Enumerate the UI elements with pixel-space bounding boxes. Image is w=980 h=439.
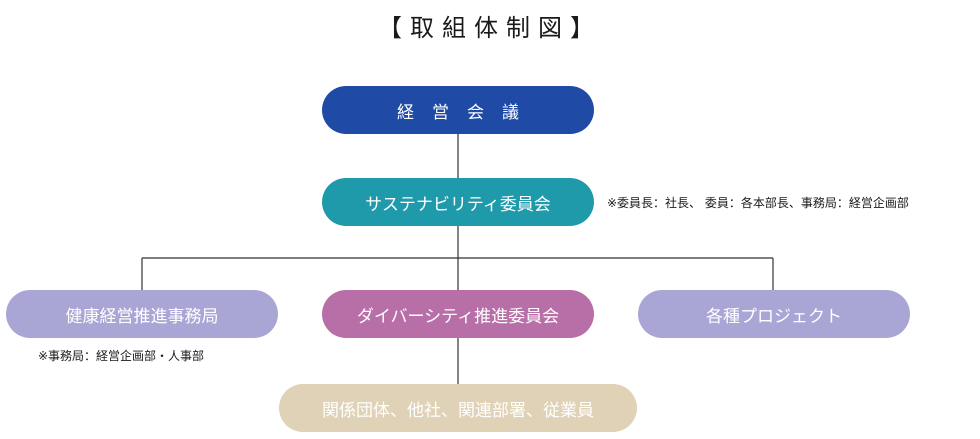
health-management-office-node: 健康経営推進事務局: [6, 290, 278, 338]
stakeholders-label: 関係団体、他社、関連部署、従業員: [322, 400, 594, 421]
projects-node: 各種プロジェクト: [638, 290, 910, 338]
office-note: ※事務局：経営企画部・人事部: [38, 349, 205, 363]
projects-label: 各種プロジェクト: [706, 306, 842, 327]
stakeholders-node: 関係団体、他社、関連部署、従業員: [279, 384, 637, 432]
diversity-committee-node: ダイバーシティ推進委員会: [322, 290, 594, 338]
diversity-committee-label: ダイバーシティ推進委員会: [356, 306, 560, 327]
health-management-office-label: 健康経営推進事務局: [65, 306, 219, 327]
management-meeting-node: 経営会議: [322, 86, 594, 134]
committee-note: ※委員長：社長、 委員：各本部長、事務局：経営企画部: [607, 196, 909, 210]
management-meeting-label: 経営会議: [397, 102, 537, 123]
sustainability-committee-label: サステナビリティ委員会: [365, 194, 551, 215]
diagram-title: 【取組体制図】: [378, 14, 602, 42]
sustainability-committee-node: サステナビリティ委員会: [322, 178, 594, 226]
